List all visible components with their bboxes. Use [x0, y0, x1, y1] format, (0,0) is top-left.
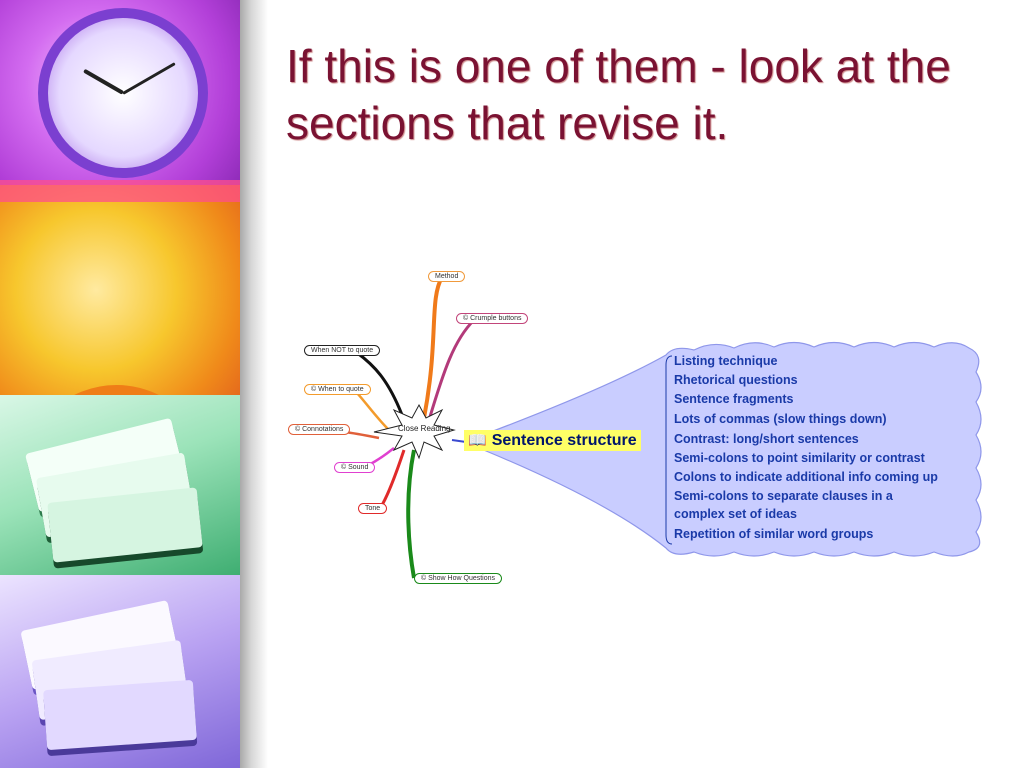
section-item[interactable]: Rhetorical questions: [674, 373, 798, 387]
section-item[interactable]: Sentence fragments: [674, 392, 794, 406]
slide-title: If this is one of them - look at the sec…: [286, 40, 951, 149]
section-item[interactable]: Repetition of similar word groups: [674, 527, 874, 541]
clock-icon: [22, 385, 211, 395]
strip-shadow: [240, 0, 268, 768]
clock-icon: [38, 8, 208, 178]
section-item[interactable]: Contrast: long/short sentences: [674, 432, 859, 446]
node-crumple-buttons[interactable]: © Crumple buttons: [456, 313, 529, 324]
decorative-photo-strip: [0, 0, 240, 768]
central-node-shape: [373, 403, 456, 460]
section-item[interactable]: Semi-colons to point similarity or contr…: [674, 451, 925, 465]
section-item[interactable]: Lots of commas (slow things down): [674, 412, 887, 426]
orange-clock-photo: [0, 185, 240, 395]
book-icon: 📖: [468, 432, 487, 449]
node-show-how-questions[interactable]: © Show How Questions: [414, 573, 503, 584]
node-connotations[interactable]: © Connotations: [288, 424, 351, 435]
green-papers-photo: [0, 395, 240, 575]
topic-label: Sentence structure: [491, 432, 637, 449]
node-when-to-quote[interactable]: © When to quote: [304, 384, 371, 395]
mindmap-diagram: Close Reading Method © Crumple buttons W…: [274, 180, 986, 685]
section-item[interactable]: Semi-colons to separate clauses in a: [674, 489, 893, 503]
node-method[interactable]: Method: [428, 271, 466, 282]
pink-divider: [0, 180, 240, 202]
section-cloud: [462, 341, 982, 557]
node-sound[interactable]: © Sound: [334, 462, 376, 473]
topic-sentence-structure[interactable]: 📖 Sentence structure: [464, 430, 641, 451]
central-node-label: Close Reading: [398, 424, 451, 433]
purple-papers-photo: [0, 575, 240, 768]
section-item[interactable]: complex set of ideas: [674, 507, 797, 521]
node-tone[interactable]: Tone: [358, 503, 388, 514]
section-item[interactable]: Colons to indicate additional info comin…: [674, 470, 938, 484]
node-when-not-to-quote[interactable]: When NOT to quote: [304, 345, 381, 356]
section-item[interactable]: Listing technique: [674, 354, 778, 368]
purple-clock-photo: [0, 0, 240, 185]
